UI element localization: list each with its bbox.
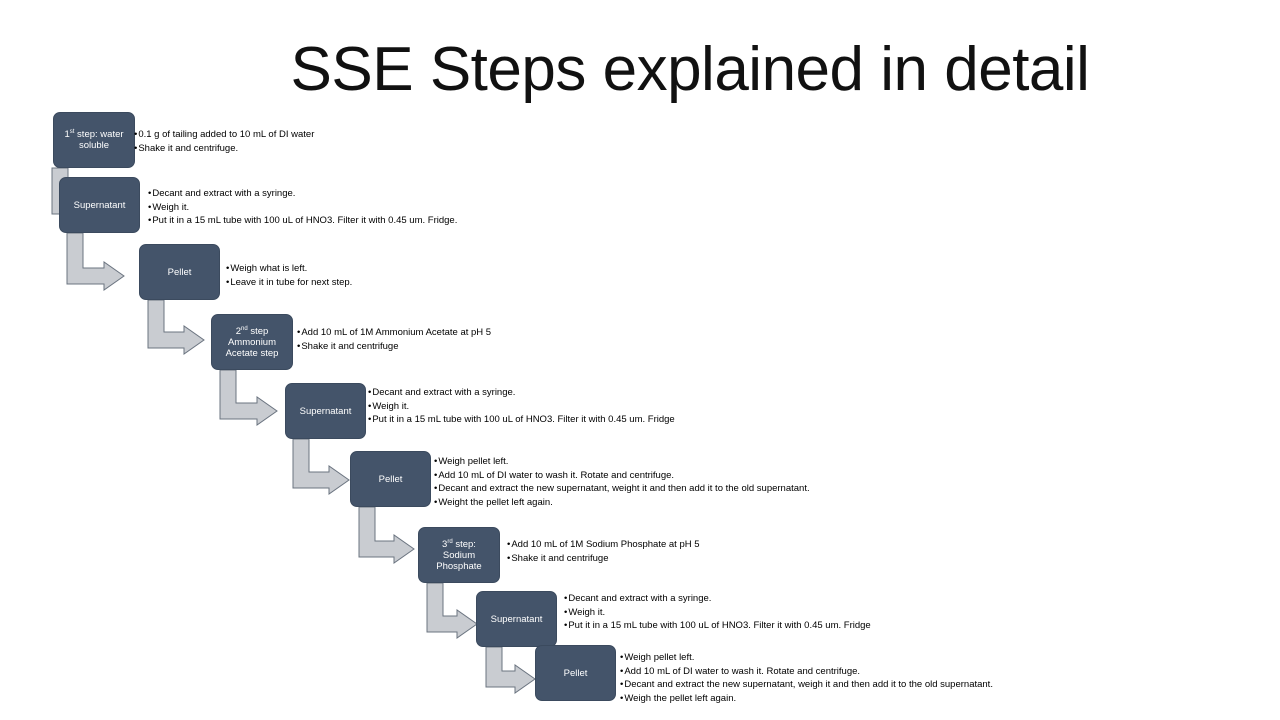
- step-notes-1: 0.1 g of tailing added to 10 mL of DI wa…: [134, 128, 314, 155]
- note-item: Weigh it.: [368, 400, 675, 414]
- connector-arrow-4: [219, 369, 278, 426]
- note-item: Shake it and centrifuge.: [134, 142, 314, 156]
- note-item: Weigh pellet left.: [434, 455, 810, 469]
- step-label: 1st step: water soluble: [64, 128, 124, 151]
- connector-arrow-3: [147, 299, 205, 355]
- note-item: Shake it and centrifuge: [507, 552, 700, 566]
- step-box-1-water-soluble: 1st step: water soluble: [53, 112, 135, 168]
- note-item: Add 10 mL of DI water to wash it. Rotate…: [434, 469, 810, 483]
- connector-arrow-2: [66, 232, 125, 291]
- step-box-4-ammonium-acetate: 2nd step Ammonium Acetate step: [211, 314, 293, 370]
- note-item: Decant and extract with a syringe.: [564, 592, 871, 606]
- step-label: Supernatant: [299, 405, 352, 417]
- step-label: Pellet: [563, 667, 588, 679]
- step-label: Supernatant: [73, 199, 126, 211]
- note-item: Leave it in tube for next step.: [226, 276, 352, 290]
- connector-arrow-8: [485, 646, 536, 694]
- note-item: Weight the pellet left again.: [434, 496, 810, 510]
- connector-arrow-7: [426, 582, 478, 639]
- note-item: Weigh the pellet left again.: [620, 692, 993, 706]
- step-notes-6: Weigh pellet left. Add 10 mL of DI water…: [434, 455, 810, 510]
- note-item: Decant and extract with a syringe.: [148, 187, 457, 201]
- note-item: Decant and extract the new supernatant, …: [434, 482, 809, 496]
- note-item: Weigh what is left.: [226, 262, 352, 276]
- step-notes-7: Add 10 mL of 1M Sodium Phosphate at pH 5…: [507, 538, 700, 566]
- step-box-9-pellet: Pellet: [535, 645, 616, 701]
- step-box-5-supernatant: Supernatant: [285, 383, 366, 439]
- step-label: Pellet: [167, 266, 192, 278]
- note-item: Decant and extract the new supernatant, …: [620, 678, 993, 692]
- note-item: 0.1 g of tailing added to 10 mL of DI wa…: [134, 128, 314, 142]
- note-item: Add 10 mL of 1M Sodium Phosphate at pH 5: [507, 538, 699, 552]
- step-label: Pellet: [378, 473, 403, 485]
- page-title: SSE Steps explained in detail: [290, 35, 1090, 104]
- note-item: Add 10 mL of 1M Ammonium Acetate at pH 5: [297, 326, 491, 340]
- step-notes-4: Add 10 mL of 1M Ammonium Acetate at pH 5…: [297, 326, 491, 353]
- note-item: Weigh pellet left.: [620, 651, 993, 665]
- connector-arrow-6: [358, 506, 415, 564]
- step-label: 2nd step Ammonium Acetate step: [225, 325, 279, 359]
- note-item: Weigh it.: [564, 606, 871, 620]
- step-box-8-supernatant: Supernatant: [476, 591, 557, 647]
- step-notes-3: Weigh what is left. Leave it in tube for…: [226, 262, 352, 289]
- step-notes-9: Weigh pellet left. Add 10 mL of DI water…: [620, 651, 993, 705]
- step-notes-8: Decant and extract with a syringe. Weigh…: [564, 592, 871, 633]
- note-item: Put it in a 15 mL tube with 100 uL of HN…: [368, 413, 674, 427]
- note-item: Shake it and centrifuge: [297, 340, 491, 354]
- note-item: Put it in a 15 mL tube with 100 uL of HN…: [564, 619, 870, 633]
- step-notes-2: Decant and extract with a syringe. Weigh…: [148, 187, 457, 228]
- connector-arrow-5: [292, 438, 350, 495]
- step-box-6-pellet: Pellet: [350, 451, 431, 507]
- note-item: Add 10 mL of DI water to wash it. Rotate…: [620, 665, 993, 679]
- note-item: Weigh it.: [148, 201, 457, 215]
- step-notes-5: Decant and extract with a syringe. Weigh…: [368, 386, 675, 427]
- note-item: Put it in a 15 mL tube with 100 uL of HN…: [148, 214, 457, 228]
- step-label: 3rd step: Sodium Phosphate: [436, 538, 482, 572]
- step-box-3-pellet: Pellet: [139, 244, 220, 300]
- step-box-7-sodium-phosphate: 3rd step: Sodium Phosphate: [418, 527, 500, 583]
- note-item: Decant and extract with a syringe.: [368, 386, 675, 400]
- step-label: Supernatant: [490, 613, 543, 625]
- step-box-2-supernatant: Supernatant: [59, 177, 140, 233]
